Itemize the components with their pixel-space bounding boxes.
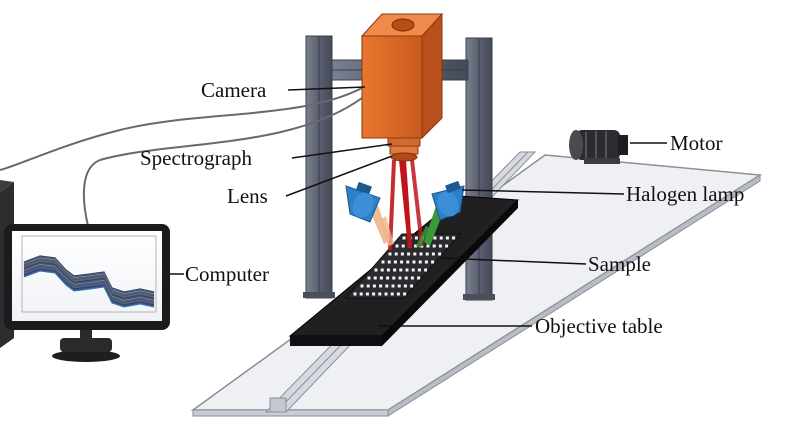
sample-dot [417,268,421,272]
sample-dot [425,252,429,256]
sample-dot [367,276,371,280]
label-objective-table: Objective table [535,314,663,338]
sample-dot [392,276,396,280]
sample-dot [380,268,384,272]
sample-dot [381,260,385,264]
sample-dot [386,268,390,272]
sample-dot [379,276,383,280]
sample-dot [431,260,435,264]
sample-dot [403,284,407,288]
sample-dot [394,252,398,256]
label-sample: Sample [588,252,651,276]
halogen-lamp-left [345,181,381,223]
sample-dot [372,284,376,288]
sample-dot [379,284,383,288]
sample-dot [400,260,404,264]
sample-dot [406,260,410,264]
label-motor: Motor [670,131,723,155]
sample-dot [419,252,423,256]
sample-dot [403,292,407,296]
leader-lens [285,155,393,197]
sample-dot [360,284,364,288]
halogen-lamp-right [431,180,465,221]
sample-dot [452,236,456,240]
cables [0,87,363,227]
sample-dot [384,292,388,296]
lens [390,152,418,162]
camera [360,12,444,140]
sample-dot [390,292,394,296]
label-halogen-lamp: Halogen lamp [626,182,745,206]
sample-dot [410,284,414,288]
sample-dot [402,236,406,240]
sample-dot [407,252,411,256]
leader-sample [439,257,587,265]
sample-dot [424,268,428,272]
spectrograph [387,137,421,155]
plot-frame [21,235,157,313]
spectral-curve [23,270,155,308]
sample-dot [372,292,376,296]
leader-camera [287,86,366,91]
sample-dot [431,252,435,256]
sample-dot [414,236,418,240]
label-computer: Computer [185,262,269,286]
sample-dot [398,276,402,280]
spectral-curves-plot [21,235,157,313]
sample-dot [417,276,421,280]
sample-dot [378,292,382,296]
sample-dot [424,260,428,264]
computer-monitor [4,224,170,362]
sample-dot [393,268,397,272]
sample-dot [391,284,395,288]
sample-dot [365,292,369,296]
sample-dot [397,284,401,288]
sample-dot [433,236,437,240]
sample-dot [353,292,357,296]
sample-dot [359,292,363,296]
label-lens: Lens [227,184,268,208]
sample-dot [405,268,409,272]
sample-dot [386,276,390,280]
sample-dot [385,284,389,288]
sample-dot [413,252,417,256]
sample-dot [411,268,415,272]
sample-grid [344,233,462,299]
sample-dot [438,252,442,256]
sample-dot [395,244,399,248]
motor [569,130,628,164]
sample-dot [388,252,392,256]
frame-post-left [303,35,335,299]
sample-dot [399,268,403,272]
sample-dot [387,260,391,264]
sample-dot [404,276,408,280]
sample-dot [439,236,443,240]
sample-dot [445,236,449,240]
sample-dot [426,244,430,248]
sample-dot [396,292,400,296]
sample-dot [373,276,377,280]
leader-halogen-lamp [461,189,625,195]
sample-dot [418,260,422,264]
sample-dot [393,260,397,264]
sample-dot [438,244,442,248]
sample-dot [374,268,378,272]
sample-dot [432,244,436,248]
sample-dot [401,244,405,248]
sample-dot [445,244,449,248]
sample-dot [414,244,418,248]
label-camera: Camera [201,78,267,102]
sample-dot [400,252,404,256]
label-spectrograph: Spectrograph [140,146,252,170]
sample-dot [366,284,370,288]
leader-lines [170,86,667,327]
sample-dot [412,260,416,264]
sample-dot [410,276,414,280]
leader-spectrograph [291,143,393,159]
